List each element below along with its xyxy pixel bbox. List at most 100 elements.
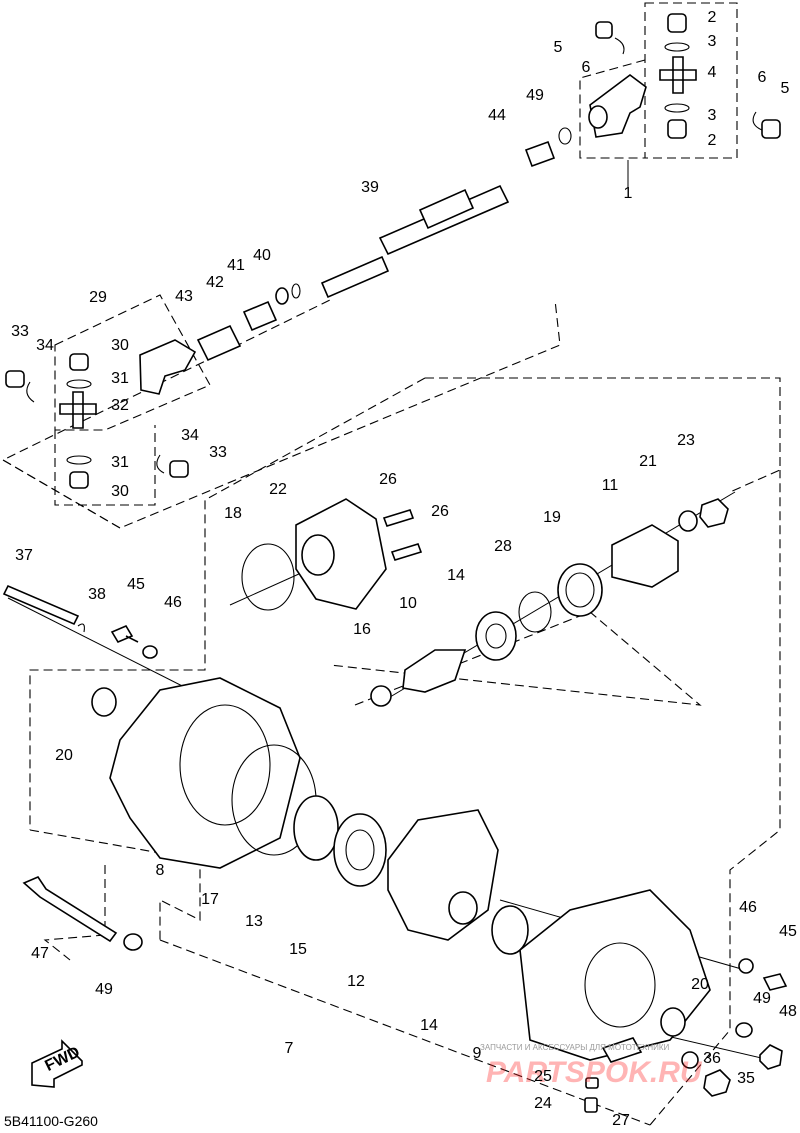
part-callout-c28: 28	[494, 538, 512, 555]
part-callout-c33b: 33	[209, 444, 227, 461]
drive-shaft-parts	[139, 127, 572, 395]
pinion-group-top	[425, 377, 781, 493]
differential-case-8	[109, 677, 301, 869]
spider-4	[659, 56, 697, 94]
air-vent-25	[585, 1077, 599, 1089]
bearing-cup-30a	[69, 353, 89, 371]
boot-43	[196, 324, 242, 362]
differential-case-8-bore	[179, 704, 271, 826]
bearing-14a-inner	[485, 623, 507, 649]
part-callout-c6a: 6	[582, 59, 591, 76]
bearing-cup-30b	[69, 471, 89, 489]
part-callout-c15: 15	[289, 941, 307, 958]
bearing-housing-22	[295, 498, 387, 610]
lower-universal-joint	[5, 353, 189, 489]
part-callout-c30b: 30	[111, 483, 129, 500]
oil-seal-20a	[91, 687, 117, 717]
spider-32	[59, 391, 97, 429]
pinion-group-left	[29, 377, 426, 830]
bearing-15	[333, 813, 387, 887]
part-callout-c5b: 5	[781, 80, 790, 97]
washer-49b	[123, 933, 143, 951]
part-callout-c37: 37	[15, 547, 33, 564]
bolt-group-box	[43, 865, 106, 961]
bearing-cup-33b	[169, 460, 189, 478]
part-callout-c5a: 5	[554, 39, 563, 56]
bearing-cup-33a	[5, 370, 25, 388]
bolt-47	[22, 876, 118, 943]
circlip-31a	[66, 379, 92, 389]
yoke-splined-end	[588, 105, 608, 129]
circlip-40	[291, 283, 301, 299]
part-callout-c7: 7	[285, 1040, 294, 1057]
part-callout-c20b: 20	[691, 976, 709, 993]
washer-36	[681, 1051, 699, 1069]
ring-gear-12	[387, 809, 499, 941]
bolt-27	[601, 1037, 643, 1063]
part-callout-c49c: 49	[753, 990, 771, 1007]
part-callout-c38: 38	[88, 586, 106, 603]
part-callout-c46a: 46	[164, 594, 182, 611]
plug-48	[759, 1044, 783, 1070]
part-callout-c3a: 3	[708, 33, 717, 50]
plug-24	[584, 1097, 598, 1113]
part-callout-c18: 18	[224, 505, 242, 522]
watermark-brand: PARTSPOK.RU	[486, 1056, 703, 1089]
washer-46a	[142, 645, 158, 659]
part-callout-c48: 48	[779, 1003, 797, 1020]
part-callout-c46b: 46	[739, 899, 757, 916]
ujoint-group-1-yoke-box	[579, 59, 646, 159]
part-callout-c31b: 31	[111, 454, 129, 471]
part-callout-c34b: 34	[181, 427, 199, 444]
bearing-housing-22-bore	[301, 534, 335, 576]
part-callout-c6b: 6	[758, 69, 767, 86]
part-callout-c45b: 45	[779, 923, 797, 940]
part-callout-c10: 10	[399, 595, 417, 612]
part-callout-c23: 23	[677, 432, 695, 449]
group-7-bottom-line	[159, 939, 651, 1126]
part-callout-c27: 27	[612, 1112, 630, 1129]
part-callout-c40: 40	[253, 247, 271, 264]
part-callout-c33a: 33	[11, 323, 29, 340]
part-callout-c14b: 14	[420, 1017, 438, 1034]
part-callout-c22: 22	[269, 481, 287, 498]
ujoint-group-1-box	[644, 2, 738, 159]
part-callout-c11: 11	[602, 477, 619, 494]
part-callout-c42: 42	[206, 274, 224, 291]
drive-shaft-39-mid	[418, 188, 475, 230]
part-callout-c30a: 30	[111, 337, 129, 354]
part-callout-c44: 44	[488, 107, 506, 124]
part-callout-c20a: 20	[55, 747, 73, 764]
part-callout-c29: 29	[89, 289, 107, 306]
part-callout-c4: 4	[708, 64, 717, 81]
part-callout-c13: 13	[245, 913, 263, 930]
circlip-34a	[26, 381, 35, 403]
bolt-45b	[762, 973, 788, 991]
oil-seal-19	[557, 563, 603, 617]
pinion-side-parts	[241, 498, 729, 707]
shim-13	[293, 795, 339, 861]
bearing-cup-2b	[667, 119, 687, 139]
part-callout-c2b: 2	[708, 132, 717, 149]
bearing-cup-5a	[595, 21, 613, 39]
part-callout-c24: 24	[534, 1095, 552, 1112]
part-callout-c1: 1	[624, 185, 633, 202]
drive-pinion-gear-10	[402, 649, 467, 693]
part-callout-c16: 16	[353, 621, 371, 638]
part-callout-c8: 8	[156, 862, 165, 879]
part-callout-c47: 47	[31, 945, 49, 962]
pin-and-bolt-parts	[2, 584, 158, 951]
nut-23	[699, 498, 729, 528]
forward-arrow-icon: FWD	[31, 1039, 83, 1088]
bearing-14a	[475, 611, 517, 661]
drain-plug-35	[703, 1069, 731, 1097]
part-callout-c49b: 49	[95, 981, 113, 998]
oil-seal-20b	[660, 1007, 686, 1037]
part-callout-c36: 36	[703, 1050, 721, 1067]
bushing-44	[524, 140, 556, 168]
part-callout-c2a: 2	[708, 9, 717, 26]
part-callout-c49a: 49	[526, 87, 544, 104]
oil-seal-19-inner	[565, 572, 595, 608]
